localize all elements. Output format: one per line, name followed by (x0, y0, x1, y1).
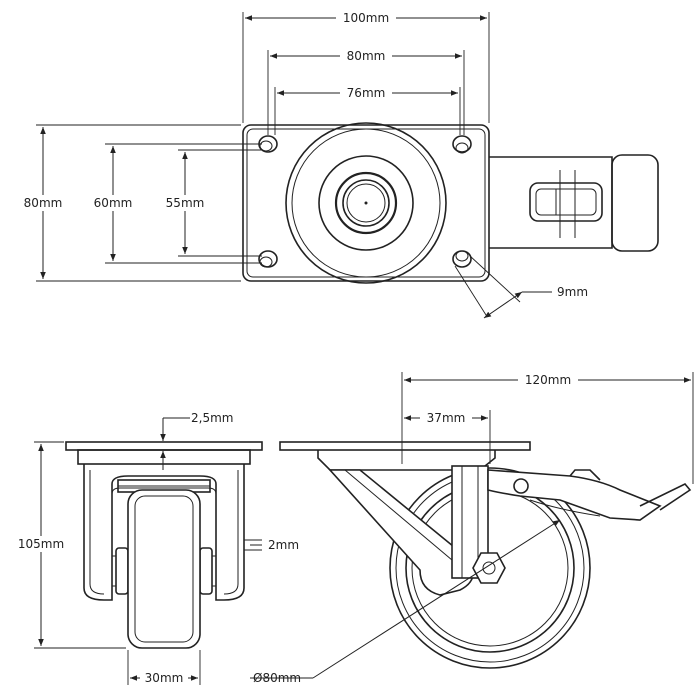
front-fork (83, 464, 245, 601)
label-total-length: 120mm (525, 373, 571, 387)
side-wheel (389, 467, 591, 669)
side-view: 120mm 37mm Ø80mm (250, 372, 694, 685)
dim-line-9mm (483, 291, 523, 319)
label-offset: 37mm (427, 411, 466, 425)
front-top-plate (65, 441, 263, 451)
label-hole-spacing-x-inner: 76mm (347, 86, 386, 100)
bearing-outer-ring (285, 122, 447, 284)
side-top-plate (279, 441, 531, 451)
brake-pedal (611, 154, 659, 252)
label-plate-height: 80mm (24, 196, 63, 210)
label-hole-spacing-y-inner: 55mm (166, 196, 205, 210)
axle-nut (472, 552, 506, 584)
front-wheel (127, 489, 201, 649)
label-hole-spacing-y: 60mm (94, 196, 133, 210)
brake-lever (487, 469, 662, 521)
label-wheel-width: 30mm (145, 671, 184, 685)
label-plate-thickness: 2,5mm (191, 411, 233, 425)
axle-hub-left (115, 547, 129, 595)
label-top-width: 100mm (343, 11, 389, 25)
axle-hub-right (199, 547, 213, 595)
front-view: 105mm 30mm 2,5mm 2mm (16, 411, 299, 686)
brake-housing (489, 156, 613, 249)
label-hole-spacing-x: 80mm (347, 49, 386, 63)
mounting-plate (242, 124, 490, 282)
label-wheel-diameter: Ø80mm (253, 671, 301, 685)
label-side-gap: 2mm (268, 538, 299, 552)
label-total-height: 105mm (18, 537, 64, 551)
top-view: 100mm 80mm 76mm 80mm 60mm 55mm 9mm (20, 10, 659, 319)
label-hole-diameter: 9mm (557, 285, 588, 299)
dim-line-80mm-diameter (312, 519, 561, 679)
